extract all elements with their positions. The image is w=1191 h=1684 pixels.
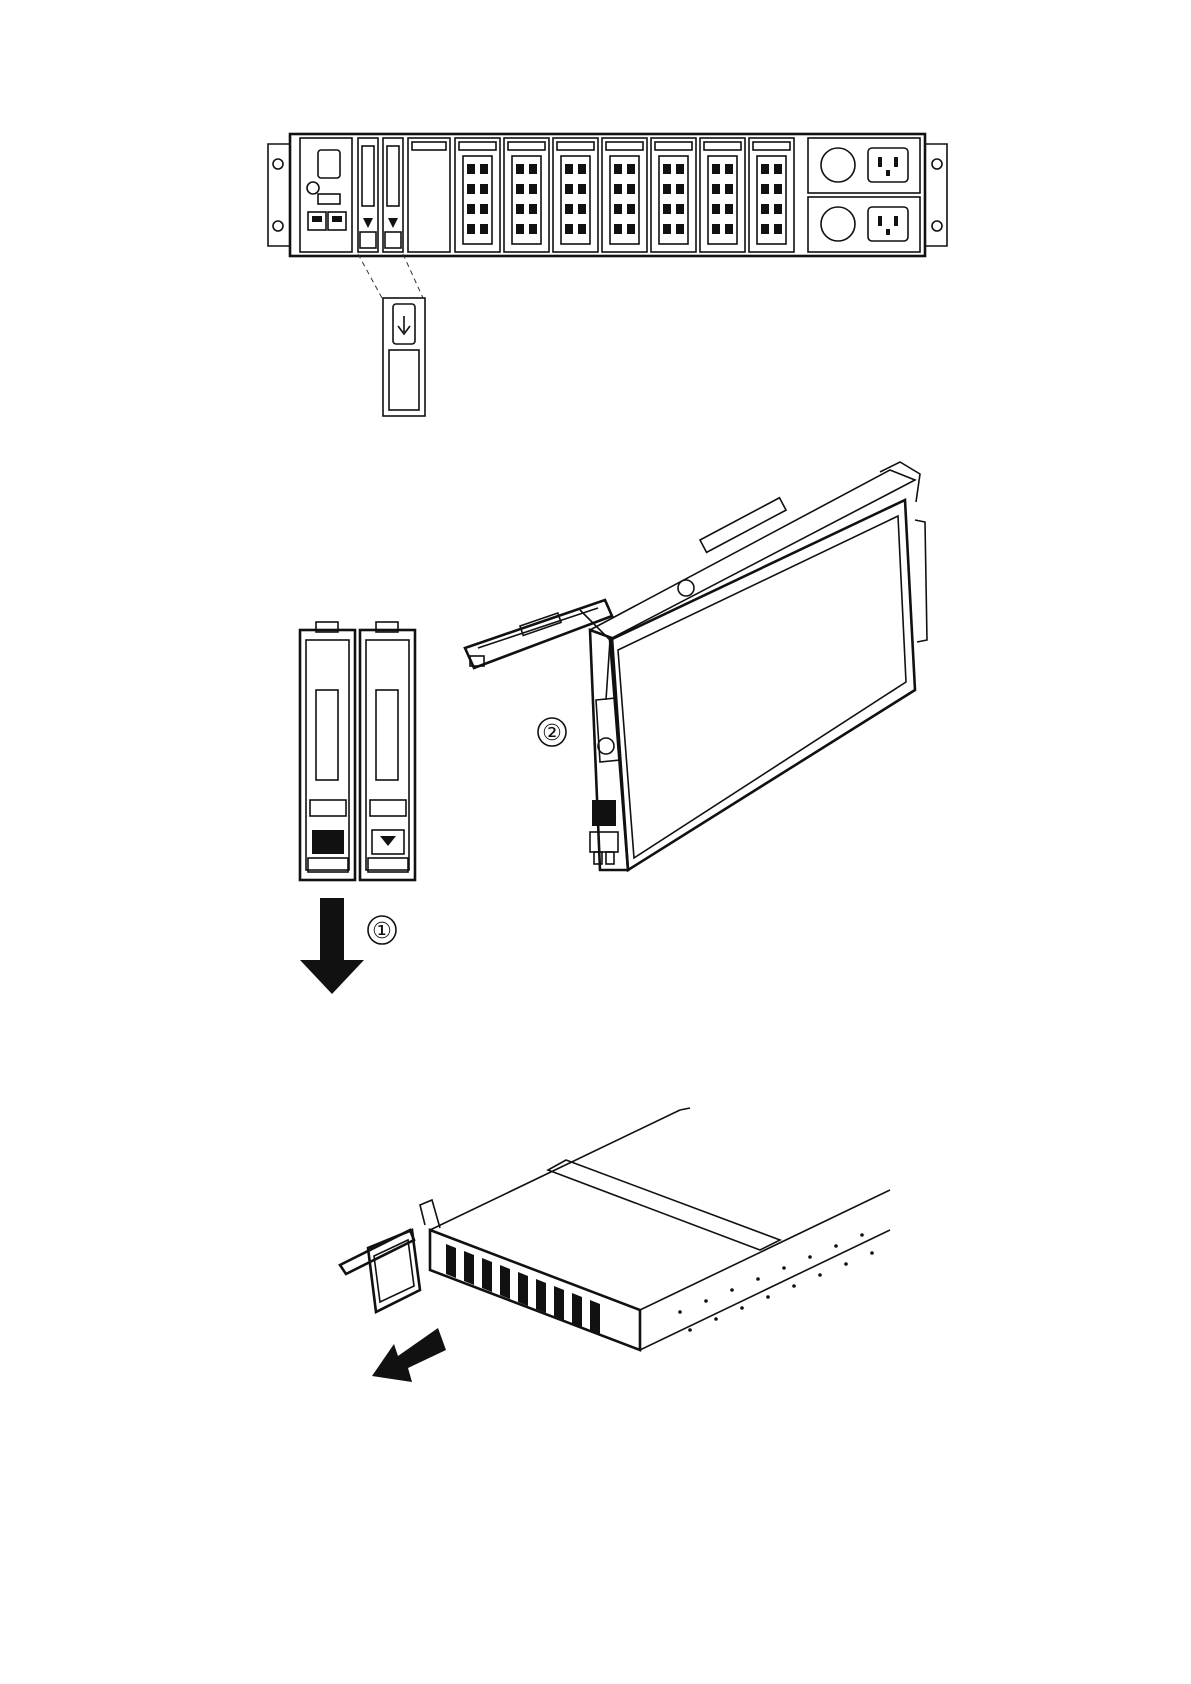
removed-drive-blank (383, 298, 425, 416)
front-bay (500, 1265, 510, 1299)
top-cover-panel (548, 1160, 780, 1250)
chassis-front-face (430, 1230, 640, 1350)
callout-step-2: ② (538, 718, 566, 746)
power-supply-units (808, 138, 920, 252)
front-bay (464, 1251, 474, 1285)
io-card-slot (553, 138, 598, 252)
io-module (300, 138, 352, 252)
front-bay (572, 1293, 582, 1327)
rear-panel-view (0, 120, 1191, 420)
pull-direction-arrow-icon (372, 1328, 446, 1382)
io-card-slots (455, 138, 794, 252)
power-button-icon (307, 182, 319, 194)
step-1-label: ① (372, 919, 392, 944)
drive-carrier-open-lever (465, 462, 927, 870)
extracted-drive (340, 1230, 420, 1312)
callout-step-1: ① (368, 916, 396, 944)
down-arrow-icon (300, 898, 364, 994)
front-bay (536, 1279, 546, 1313)
io-card-slot (749, 138, 794, 252)
drive-extraction-perspective (0, 1100, 1191, 1420)
front-bay (518, 1272, 528, 1306)
io-card-slot (651, 138, 696, 252)
front-bay (482, 1258, 492, 1292)
io-card-slot (455, 138, 500, 252)
io-card-slot (602, 138, 647, 252)
io-card-slot (504, 138, 549, 252)
io-card-slot (700, 138, 745, 252)
front-bay (554, 1286, 564, 1320)
front-bay (446, 1244, 456, 1278)
drive-carrier-left (300, 622, 355, 880)
drive-bay-pair (358, 138, 403, 252)
front-bay (590, 1300, 600, 1334)
blank-filler-grille (408, 138, 450, 252)
drive-removal-steps: ① ② (0, 460, 1191, 1020)
drive-carrier-right (360, 622, 415, 880)
serial-port (318, 150, 340, 178)
front-drive-bays (446, 1244, 600, 1334)
step-2-label: ② (542, 721, 562, 746)
